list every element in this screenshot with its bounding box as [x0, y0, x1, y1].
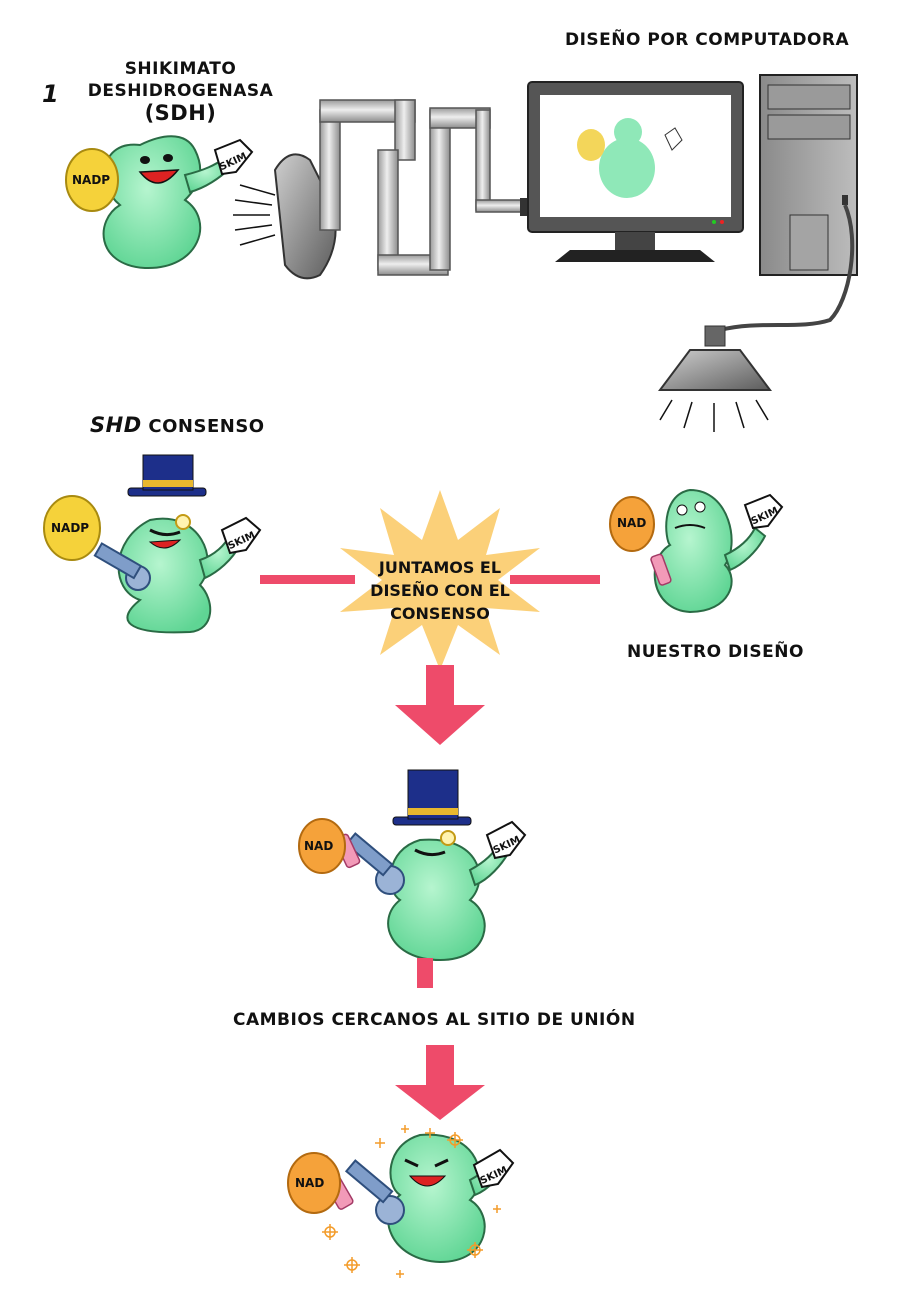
arrow-1-shaft	[426, 665, 454, 710]
connector-segment	[417, 958, 433, 988]
skim-tag-3-shape	[743, 493, 784, 530]
consensus-label: SHD CONSENSO	[90, 413, 265, 437]
merge-line-left	[260, 575, 355, 584]
merge-line-right	[510, 575, 600, 584]
combined-enzyme-character	[334, 769, 512, 962]
skim-tag	[213, 138, 254, 176]
nad-tag-2: NAD	[304, 839, 333, 853]
sdh-title-line1: SHIKIMATO	[124, 59, 237, 79]
final-enzyme-character	[312, 1133, 512, 1264]
output-lines	[659, 399, 769, 432]
merge-burst	[340, 490, 540, 670]
nadp-cofactor-2	[43, 495, 101, 561]
our-design-label: NUESTRO DISEÑO	[627, 642, 804, 662]
sdh-title: SHIKIMATO DESHIDROGENASA (SDH)	[78, 58, 283, 124]
cable	[719, 204, 855, 332]
changes-label: CAMBIOS CERCANOS AL SITIO DE UNIÓN	[233, 1010, 636, 1030]
nad-tag-3: NAD	[295, 1176, 324, 1190]
computer-tower	[759, 74, 858, 276]
consensus-label-bold: SHD	[90, 413, 142, 437]
nad-tag-1: NAD	[617, 516, 646, 530]
computer-monitor	[527, 81, 744, 262]
vacuum-hose	[273, 99, 530, 280]
sdh-enzyme-character	[102, 135, 232, 270]
arrow-2-head	[395, 1085, 485, 1120]
nad-cofactor-2	[298, 818, 346, 874]
skim-tag-2-shape	[220, 516, 262, 555]
nadp-cofactor	[65, 148, 119, 212]
merge-text: JUNTAMOS EL DISEÑO CON EL CONSENSO	[370, 558, 510, 623]
sdh-title-line2: DESHIDROGENASA	[87, 81, 274, 101]
panel-number: 1	[42, 80, 60, 108]
nadp-tag-1: NADP	[72, 173, 110, 187]
arrow-1-head	[395, 705, 485, 745]
skim-tag-5-shape	[472, 1148, 515, 1189]
sdh-title-line3: (SDH)	[144, 101, 217, 125]
skim-tag-4-shape	[485, 820, 527, 860]
arrow-2-shaft	[426, 1045, 454, 1090]
consensus-enzyme-character	[93, 454, 242, 634]
motion-lines	[233, 184, 276, 246]
output-nozzle	[658, 325, 772, 391]
computer-design-label: DISEÑO POR COMPUTADORA	[565, 30, 850, 50]
nadp-tag-2: NADP	[51, 521, 89, 535]
consensus-label-rest: CONSENSO	[148, 416, 265, 437]
nad-cofactor-1	[609, 496, 655, 552]
sparkles	[322, 1125, 501, 1278]
nad-cofactor-3	[287, 1152, 341, 1214]
our-design-enzyme-character	[650, 488, 767, 614]
